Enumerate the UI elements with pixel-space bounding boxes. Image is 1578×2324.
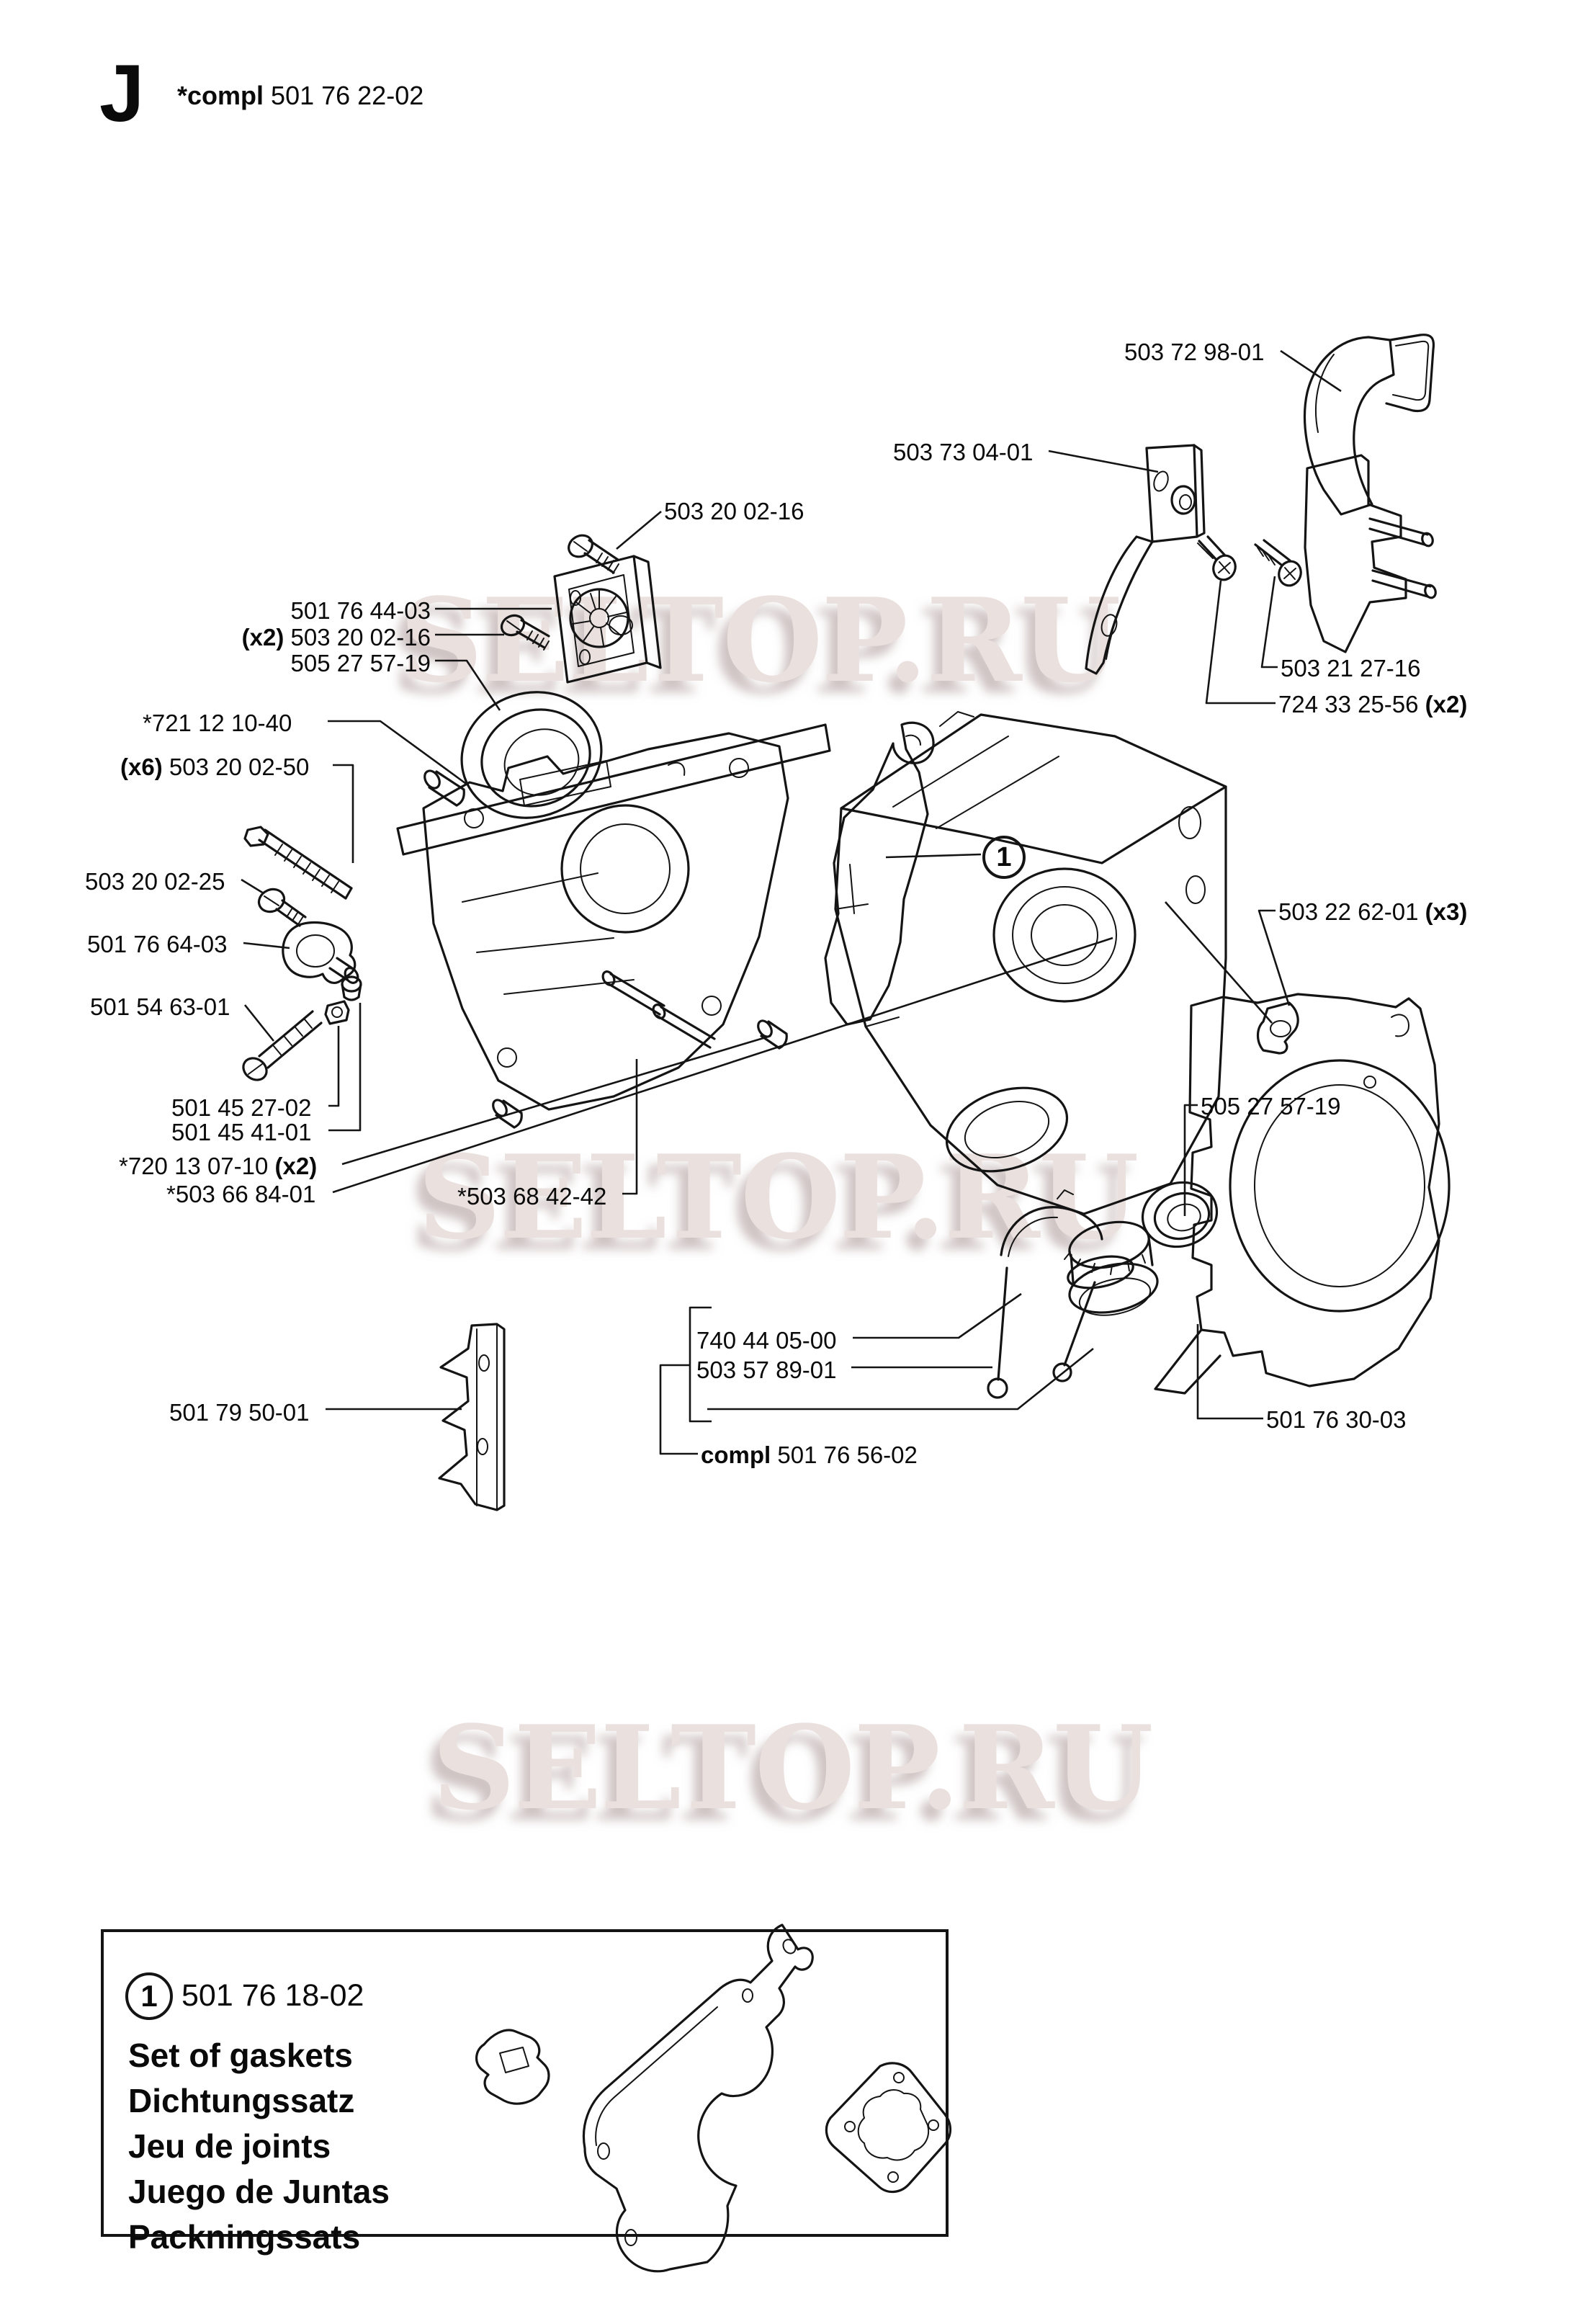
part-label-505-27-57-19-right: 505 27 57-19 [1201,1093,1341,1119]
part-label-503-68-42-42: *503 68 42-42 [457,1183,607,1210]
grommet-drawing [282,921,359,984]
crankcase-right-drawing [834,711,1227,1215]
part-label-505-27-57-19-left: 505 27 57-19 [290,650,431,676]
part-label-501-76-44-03: 501 76 44-03 [290,597,431,624]
part-label-501-76-30-03: 501 76 30-03 [1266,1406,1407,1433]
legend-item-circle: 1 [125,1972,173,2020]
part-label-503-20-02-50: (x6) 503 20 02-50 [120,754,310,780]
part-label-720-13-07-10: *720 13 07-10 (x2) [119,1153,318,1179]
part-label-503-22-62-01: 503 22 62-01 (x3) [1278,898,1468,925]
pin-drawing [423,769,465,807]
part-label-501-45-27-02: 501 45 27-02 [171,1094,312,1121]
clamp-clip-drawing [1256,1001,1299,1055]
legend-name-fr: Jeu de joints [128,2127,331,2165]
part-label-724-33-25-56: 724 33 25-56 (x2) [1278,691,1468,718]
cap-retainer-drawing [987,1189,1134,1399]
screw-top-drawing [568,534,619,574]
part-label-503-20-02-16-top: 503 20 02-16 [664,498,804,524]
legend-name-sv: Packningssats [128,2218,361,2256]
part-label-721-12-10-40: *721 12 10-40 [143,710,292,736]
part-label-503-72-98-01: 503 72 98-01 [1124,339,1265,365]
section-letter: J [99,48,145,138]
bar-bolt-drawing [242,1010,323,1081]
crankcase-bolt-drawing [243,826,353,900]
fan-housing-drawing [1154,993,1451,1395]
legend-carb-gasket-drawing [825,2062,952,2194]
seal-ring-left-drawing [460,691,603,819]
watermark-seltop-bottom: SELTOP.RU [432,1700,1153,1836]
short-screw-drawing [257,888,307,927]
bracket-screw-drawings [1197,535,1302,587]
fan-plate-drawing [553,555,662,684]
legend-name-en: Set of gaskets [128,2037,353,2074]
gasket-callout-circle: 1 [982,836,1026,879]
seal-ring-right-drawing [1141,1181,1219,1248]
legend-part-number: 501 76 18-02 [181,1978,364,2013]
legend-item-number: 1 [140,1979,158,2013]
part-label-compl-501-76-56-02: compl 501 76 56-02 [701,1442,918,1468]
side-plate-drawing [1304,454,1437,653]
legend-crankcase-gasket-drawing [582,1923,814,2273]
gasket-callout-number: 1 [996,841,1012,872]
assembly-part-number: 501 76 22-02 [271,81,424,110]
legend-name-de: Dichtungssatz [128,2082,355,2119]
legend-name-es: Juego de Juntas [128,2173,390,2210]
legend-muffler-gasket-drawing [475,2029,550,2105]
part-label-503-57-89-01: 503 57 89-01 [696,1357,837,1383]
part-label-501-79-50-01: 501 79 50-01 [169,1399,310,1426]
part-label-503-66-84-01: *503 66 84-01 [166,1181,316,1207]
assembly-compl-prefix: *compl [177,81,264,110]
bumper-spike-drawing [438,1323,506,1511]
part-label-501-54-63-01: 501 54 63-01 [90,993,230,1020]
collar-drawing [341,975,362,1001]
legend-box: 1 501 76 18-02 Set of gaskets Dichtungss… [101,1929,949,2256]
part-label-501-45-41-01: 501 45 41-01 [171,1119,312,1145]
dowel-pin-drawings [492,1019,788,1129]
oil-cap-drawing [1064,1220,1159,1316]
part-label-503-20-02-16-x2: (x2) 503 20 02-16 [241,624,431,651]
square-nut-drawing [324,1000,350,1025]
part-label-501-76-64-03: 501 76 64-03 [87,931,228,957]
leader-lines [241,349,1342,1455]
part-label-740-44-05-00: 740 44 05-00 [696,1327,837,1354]
assembly-number: *compl 501 76 22-02 [177,81,423,111]
crankcase-gasket-drawing [824,721,935,1026]
screw-x2-drawing [500,614,550,651]
crankcase-left-drawing [396,723,831,1111]
intake-duct-drawing [1303,334,1435,516]
watermark-seltop-top: SELTOP.RU [400,573,1121,708]
bracket-drawing [1085,444,1206,675]
part-label-503-73-04-01: 503 73 04-01 [893,439,1034,465]
legend-names: Set of gaskets Dichtungssatz Jeu de join… [128,2033,390,2260]
part-label-503-21-27-16: 503 21 27-16 [1281,655,1421,681]
part-label-503-20-02-25: 503 20 02-25 [85,868,225,895]
